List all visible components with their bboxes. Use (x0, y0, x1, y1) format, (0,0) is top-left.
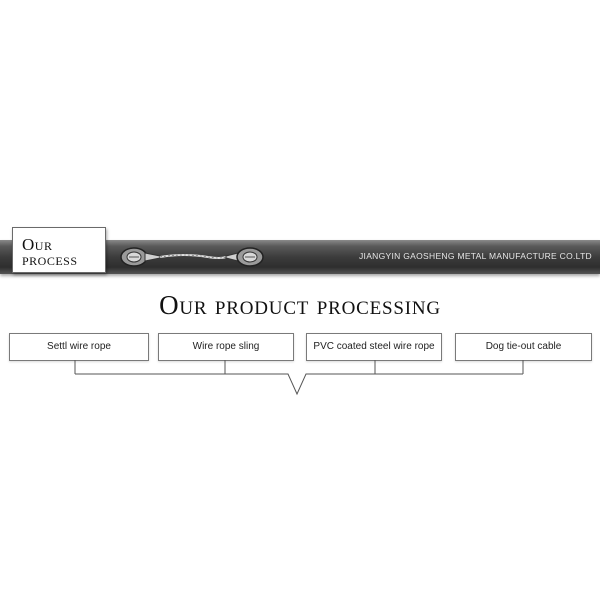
product-box-steel-wire-rope: Settl wire rope (9, 333, 149, 361)
our-process-label: Our process (22, 235, 78, 269)
our-process-box: Our process (12, 227, 106, 273)
bracket-connector (74, 360, 524, 396)
product-box-wire-rope-sling: Wire rope sling (158, 333, 294, 361)
product-box-dog-tie-out-cable: Dog tie-out cable (455, 333, 592, 361)
wire-rope-sling-icon (120, 247, 264, 267)
product-box-pvc-coated-rope: PVC coated steel wire rope (306, 333, 442, 361)
page-title: Our product processing (159, 290, 441, 320)
company-name: JIANGYIN GAOSHENG METAL MANUFACTURE CO.L… (359, 251, 592, 261)
